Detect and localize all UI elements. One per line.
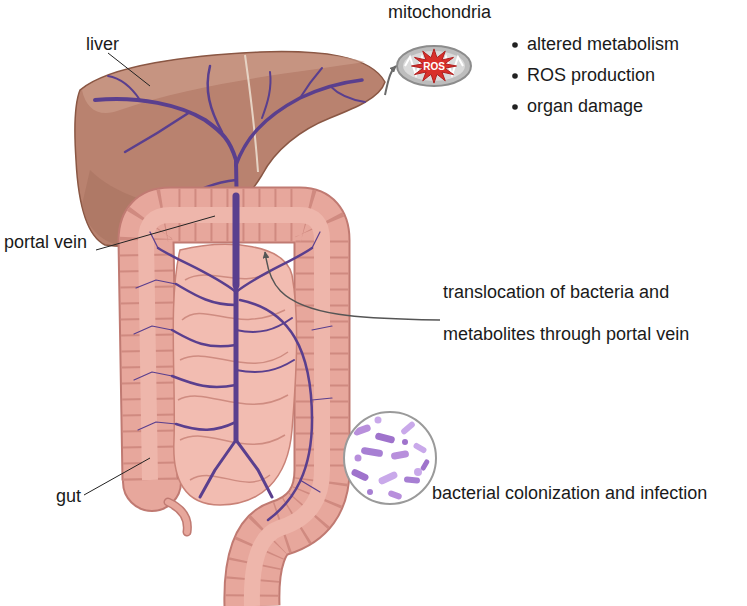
effect-bullet-text: altered metabolism: [527, 34, 679, 55]
bacterium-coccus: [375, 417, 382, 424]
vein-branch: [138, 422, 176, 430]
vein-branch: [134, 372, 172, 380]
bacterium-rod: [404, 476, 420, 483]
vein-branch: [150, 232, 158, 248]
bacterium-coccus: [414, 468, 422, 476]
bacterium-coccus: [367, 489, 373, 495]
vein-branch: [300, 480, 320, 492]
bacterium-rod: [420, 459, 430, 472]
vein-branch: [233, 196, 240, 285]
vein-branch: [312, 232, 320, 248]
bacterium-rod: [387, 490, 402, 500]
vein-branch: [172, 330, 236, 346]
zoom-caption: bacterial colonization and infection: [432, 483, 707, 504]
shape-group: [397, 46, 471, 86]
vein-branch: [236, 248, 312, 292]
vein-branch: [236, 318, 292, 332]
intestine-loop: [190, 475, 270, 482]
bacterium-rod: [350, 468, 369, 482]
vein-branch: [312, 398, 332, 400]
bacteria-group: [350, 417, 430, 501]
mitochondrion-shape: mitochondriaROS: [396, 45, 472, 87]
vein-branch: [262, 72, 271, 118]
bacteria-zoom-circle: bacterial colonization and infection: [343, 411, 438, 506]
liver-highlight: [82, 53, 365, 113]
appendix: [168, 502, 187, 532]
effect-bullet-text: ROS production: [527, 65, 655, 86]
effect-bullet-text: organ damage: [527, 96, 643, 117]
bacterium-rod: [391, 450, 410, 460]
vein-branch: [236, 80, 362, 165]
appendix: [168, 502, 187, 532]
vein-branch: [300, 68, 322, 98]
bullet-dot: [512, 73, 518, 79]
bacterium-rod: [400, 421, 416, 436]
vein-branch: [234, 285, 239, 440]
mitochondrion-outer: [397, 46, 471, 86]
zoom-circle: [344, 412, 436, 504]
bacterium-rod: [374, 432, 395, 444]
arrow-label: translocation of bacteria and metabolite…: [443, 271, 733, 355]
falciform-ligament: [245, 55, 258, 172]
vein-branch: [208, 66, 222, 132]
vein-branch: [236, 440, 272, 497]
heading: mitochondria: [388, 2, 491, 23]
bacterium-coccus: [402, 439, 408, 445]
vein-branch: [136, 280, 176, 288]
vein-branch: [236, 360, 294, 372]
bullet-dot: [512, 104, 518, 110]
vein-branch: [200, 440, 236, 497]
shape-group: [344, 412, 436, 504]
vein-branch: [312, 326, 332, 330]
flow-arrow: [385, 66, 396, 95]
vein-branch: [172, 376, 236, 387]
bacterium-rod: [352, 424, 371, 437]
flow-arrow: [265, 252, 440, 320]
vein-branch: [176, 422, 236, 430]
bacterium-coccus: [355, 455, 362, 462]
node-outline: [100, 190, 440, 600]
shape-group: [123, 196, 332, 606]
bullet-dot: [512, 42, 518, 48]
vein-branch: [330, 86, 365, 102]
vein-branch: [176, 284, 236, 305]
organ-label: gut: [56, 486, 81, 507]
organ-label: liver: [86, 34, 119, 55]
vein-branch: [158, 248, 236, 292]
bacterium-rod: [377, 471, 398, 486]
illustration-part: [350, 417, 430, 501]
bacterium-rod: [412, 442, 427, 454]
node-outline: [343, 411, 438, 506]
vein-branch: [134, 326, 172, 334]
small-intestine: [173, 244, 296, 505]
vein-branch: [108, 76, 140, 100]
vein-branch: [125, 112, 190, 152]
vein-branch: [240, 300, 312, 520]
gut-organ: gutbacterial colonization and infection: [100, 190, 440, 600]
ros-label: ROS: [396, 61, 472, 72]
intestine-loop: [178, 395, 288, 404]
bacterium-rod: [361, 447, 384, 458]
vessel-label: portal vein: [4, 232, 87, 253]
